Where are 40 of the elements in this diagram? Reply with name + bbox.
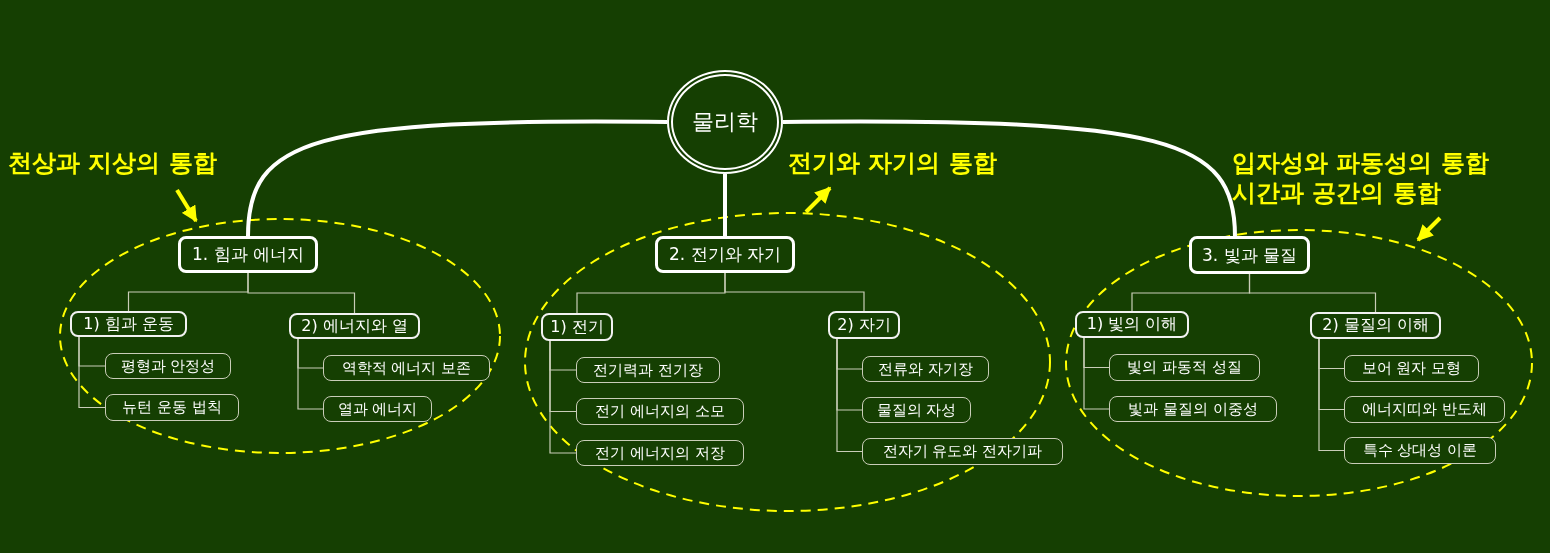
annotation-text: 시간과 공간의 통합 xyxy=(1232,178,1441,208)
subcategory-box: 1) 힘과 운동 xyxy=(70,311,187,337)
topic-box: 보어 원자 모형 xyxy=(1344,355,1479,382)
subcategory-box: 2) 자기 xyxy=(828,311,900,339)
connector-line xyxy=(723,174,727,236)
arrow xyxy=(804,186,832,214)
arrow xyxy=(1416,216,1442,242)
topic-box: 뉴턴 운동 법칙 xyxy=(105,394,239,421)
topic-box: 빛과 물질의 이중성 xyxy=(1109,396,1277,422)
subcategory-box: 2) 물질의 이해 xyxy=(1310,312,1441,339)
topic-box: 빛의 파동적 성질 xyxy=(1109,354,1260,381)
topic-box: 열과 에너지 xyxy=(323,396,432,422)
subcategory-box: 1) 전기 xyxy=(541,313,613,341)
annotation-text: 전기와 자기의 통합 xyxy=(788,148,1018,184)
connector-line xyxy=(246,119,667,237)
topic-box: 물질의 자성 xyxy=(862,397,971,423)
connector-line xyxy=(247,272,356,314)
topic-box: 전기력과 전기장 xyxy=(576,357,720,383)
topic-box: 에너지띠와 반도체 xyxy=(1344,396,1505,423)
topic-box: 역학적 에너지 보존 xyxy=(323,355,490,381)
topic-box: 전기 에너지의 소모 xyxy=(576,398,744,425)
connector-line xyxy=(724,272,865,312)
connector-line xyxy=(78,336,106,409)
topic-box: 평형과 안정성 xyxy=(105,353,231,379)
connector-line xyxy=(297,338,324,410)
topic-box: 전류와 자기장 xyxy=(862,356,989,382)
topic-circle: 물리학 xyxy=(667,70,783,174)
connector-line xyxy=(1248,273,1377,313)
connector-line xyxy=(783,119,1237,237)
category-box: 1. 힘과 에너지 xyxy=(178,236,318,273)
topic-box: 전자기 유도와 전자기파 xyxy=(862,438,1063,465)
annotation-text: 천상과 지상의 통합 xyxy=(8,148,240,184)
connector-line xyxy=(549,340,577,454)
connector-line xyxy=(836,338,863,453)
connector-line xyxy=(1083,337,1110,410)
subcategory-box: 2) 에너지와 열 xyxy=(289,313,420,339)
arrow xyxy=(175,188,198,223)
category-box: 2. 전기와 자기 xyxy=(655,236,795,273)
annotation-text: 입자성와 파동성의 통합 xyxy=(1232,148,1489,178)
connector-line xyxy=(1318,338,1345,452)
